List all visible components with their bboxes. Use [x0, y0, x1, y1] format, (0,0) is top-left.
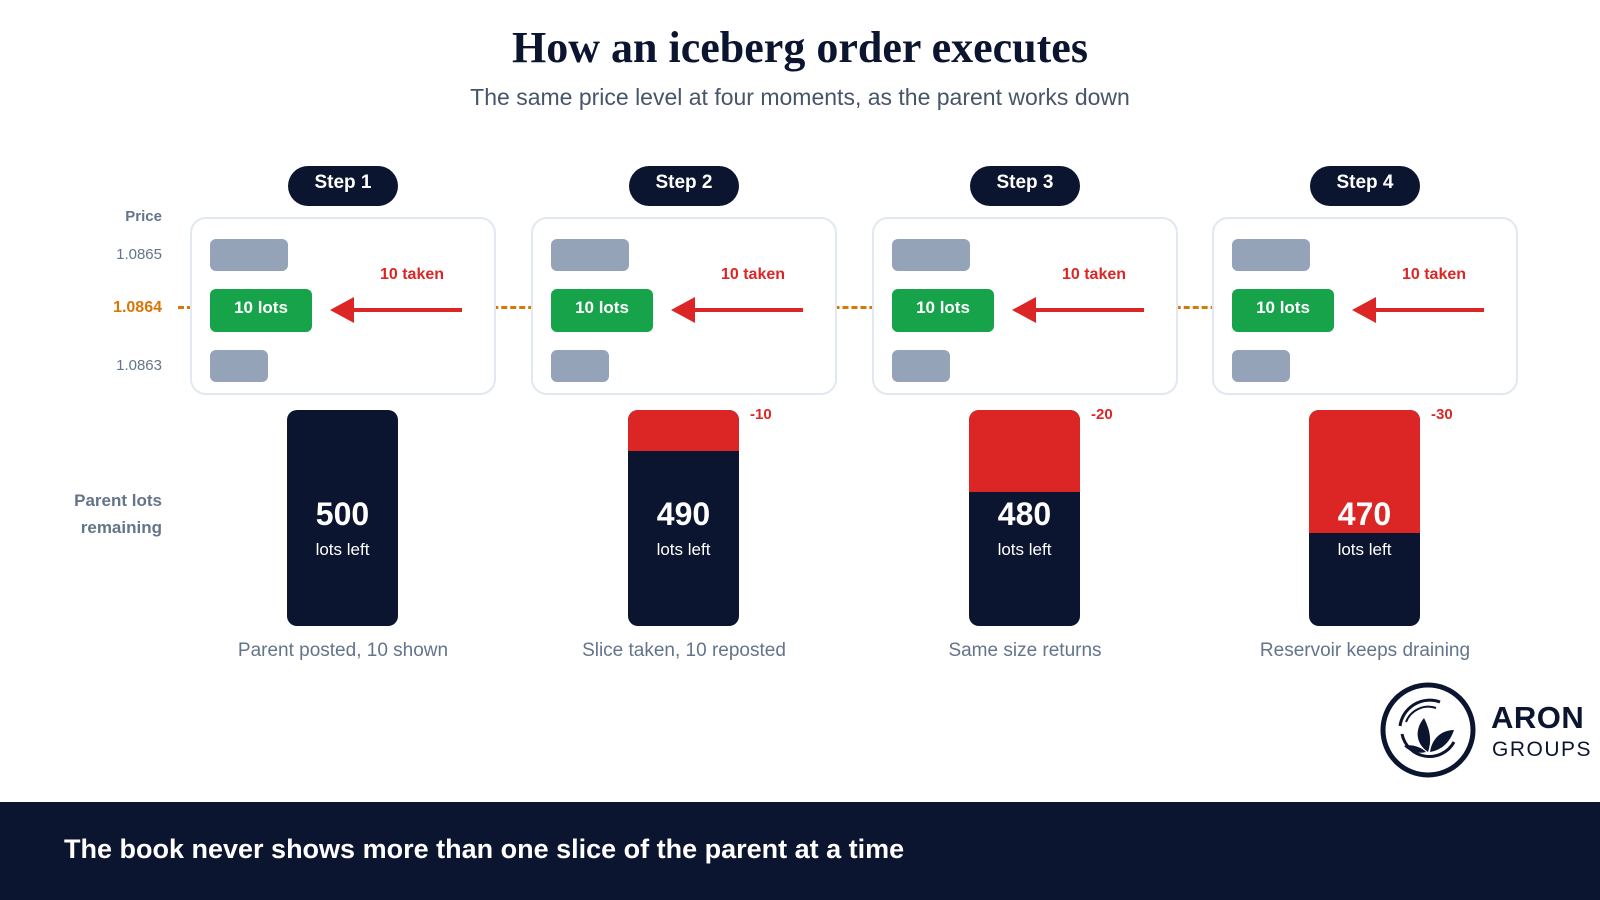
reservoir-drained-fill — [1309, 410, 1420, 533]
remaining-lots-unit: lots left — [1337, 540, 1392, 559]
remaining-lots-value: 490 — [656, 496, 711, 532]
remaining-lots-unit: lots left — [656, 540, 711, 559]
remaining-lots-value: 500 — [315, 496, 370, 532]
reservoir-drained-fill — [628, 410, 739, 451]
step-badge: Step 4 — [1310, 166, 1420, 206]
footer-banner: The book never shows more than one slice… — [0, 802, 1600, 900]
price-label-upper: 1.0865 — [116, 246, 162, 263]
step-panel: Step 3 10 lots 10 taken 480 lots left -2… — [872, 0, 1212, 900]
step-caption: Parent posted, 10 shown — [237, 640, 449, 661]
brand-subtitle: GROUPS — [1492, 738, 1593, 761]
book-level-upper — [1232, 239, 1310, 271]
step-badge: Step 1 — [288, 166, 398, 206]
order-book-card: 10 lots 10 taken — [1212, 217, 1518, 395]
order-book-card: 10 lots 10 taken — [531, 217, 837, 395]
taken-label: 10 taken — [379, 266, 445, 283]
reservoir-drained-fill — [969, 410, 1080, 492]
taken-arrow-icon — [671, 297, 803, 323]
price-label-active: 1.0864 — [113, 299, 162, 316]
page-subtitle: The same price level at four moments, as… — [470, 84, 1130, 110]
parent-reservoir: 470 lots left — [1309, 410, 1420, 626]
step-badge: Step 2 — [629, 166, 739, 206]
taken-arrow-icon — [1012, 297, 1144, 323]
parent-lots-label-line2: remaining — [80, 518, 162, 537]
taken-arrow-icon — [330, 297, 462, 323]
book-level-lower — [1232, 350, 1290, 382]
order-book-card: 10 lots 10 taken — [190, 217, 496, 395]
step-caption: Same size returns — [948, 640, 1102, 661]
visible-slice: 10 lots — [551, 289, 653, 332]
drain-delta: -10 — [750, 406, 772, 423]
visible-slice: 10 lots — [1232, 289, 1334, 332]
remaining-lots-unit: lots left — [997, 540, 1052, 559]
book-level-upper — [551, 239, 629, 271]
step-badge: Step 3 — [970, 166, 1080, 206]
step-caption: Reservoir keeps draining — [1259, 640, 1471, 661]
taken-label: 10 taken — [720, 266, 786, 283]
parent-reservoir: 500 lots left — [287, 410, 398, 626]
price-label-lower: 1.0863 — [116, 357, 162, 374]
book-level-lower — [892, 350, 950, 382]
page-title: How an iceberg order executes — [512, 23, 1088, 72]
book-level-upper — [210, 239, 288, 271]
book-level-lower — [551, 350, 609, 382]
parent-lots-label: Parent lots remaining — [40, 487, 162, 541]
parent-lots-label-line1: Parent lots — [74, 491, 162, 510]
taken-arrow-icon — [1352, 297, 1484, 323]
remaining-lots-unit: lots left — [315, 540, 370, 559]
remaining-lots-value: 470 — [1337, 496, 1392, 532]
active-price-line — [178, 306, 1504, 309]
leaf-circle-logo-icon — [1380, 682, 1476, 778]
visible-slice: 10 lots — [892, 289, 994, 332]
footer-text: The book never shows more than one slice… — [64, 834, 905, 864]
drain-delta: -30 — [1431, 406, 1453, 423]
visible-slice: 10 lots — [210, 289, 312, 332]
step-panel: Step 4 10 lots 10 taken 470 lots left -3… — [1212, 0, 1552, 900]
step-caption: Slice taken, 10 reposted — [582, 640, 786, 661]
drain-delta: -20 — [1091, 406, 1113, 423]
book-level-upper — [892, 239, 970, 271]
parent-reservoir: 490 lots left — [628, 410, 739, 626]
order-book-card: 10 lots 10 taken — [872, 217, 1178, 395]
price-axis-heading: Price — [125, 208, 162, 225]
brand-name: ARON — [1491, 700, 1585, 735]
parent-reservoir: 480 lots left — [969, 410, 1080, 626]
remaining-lots-value: 480 — [997, 496, 1052, 532]
taken-label: 10 taken — [1061, 266, 1127, 283]
step-panel: Step 1 10 lots 10 taken 500 lots left Pa… — [190, 0, 530, 900]
taken-label: 10 taken — [1401, 266, 1467, 283]
step-panel: Step 2 10 lots 10 taken 490 lots left -1… — [531, 0, 871, 900]
book-level-lower — [210, 350, 268, 382]
